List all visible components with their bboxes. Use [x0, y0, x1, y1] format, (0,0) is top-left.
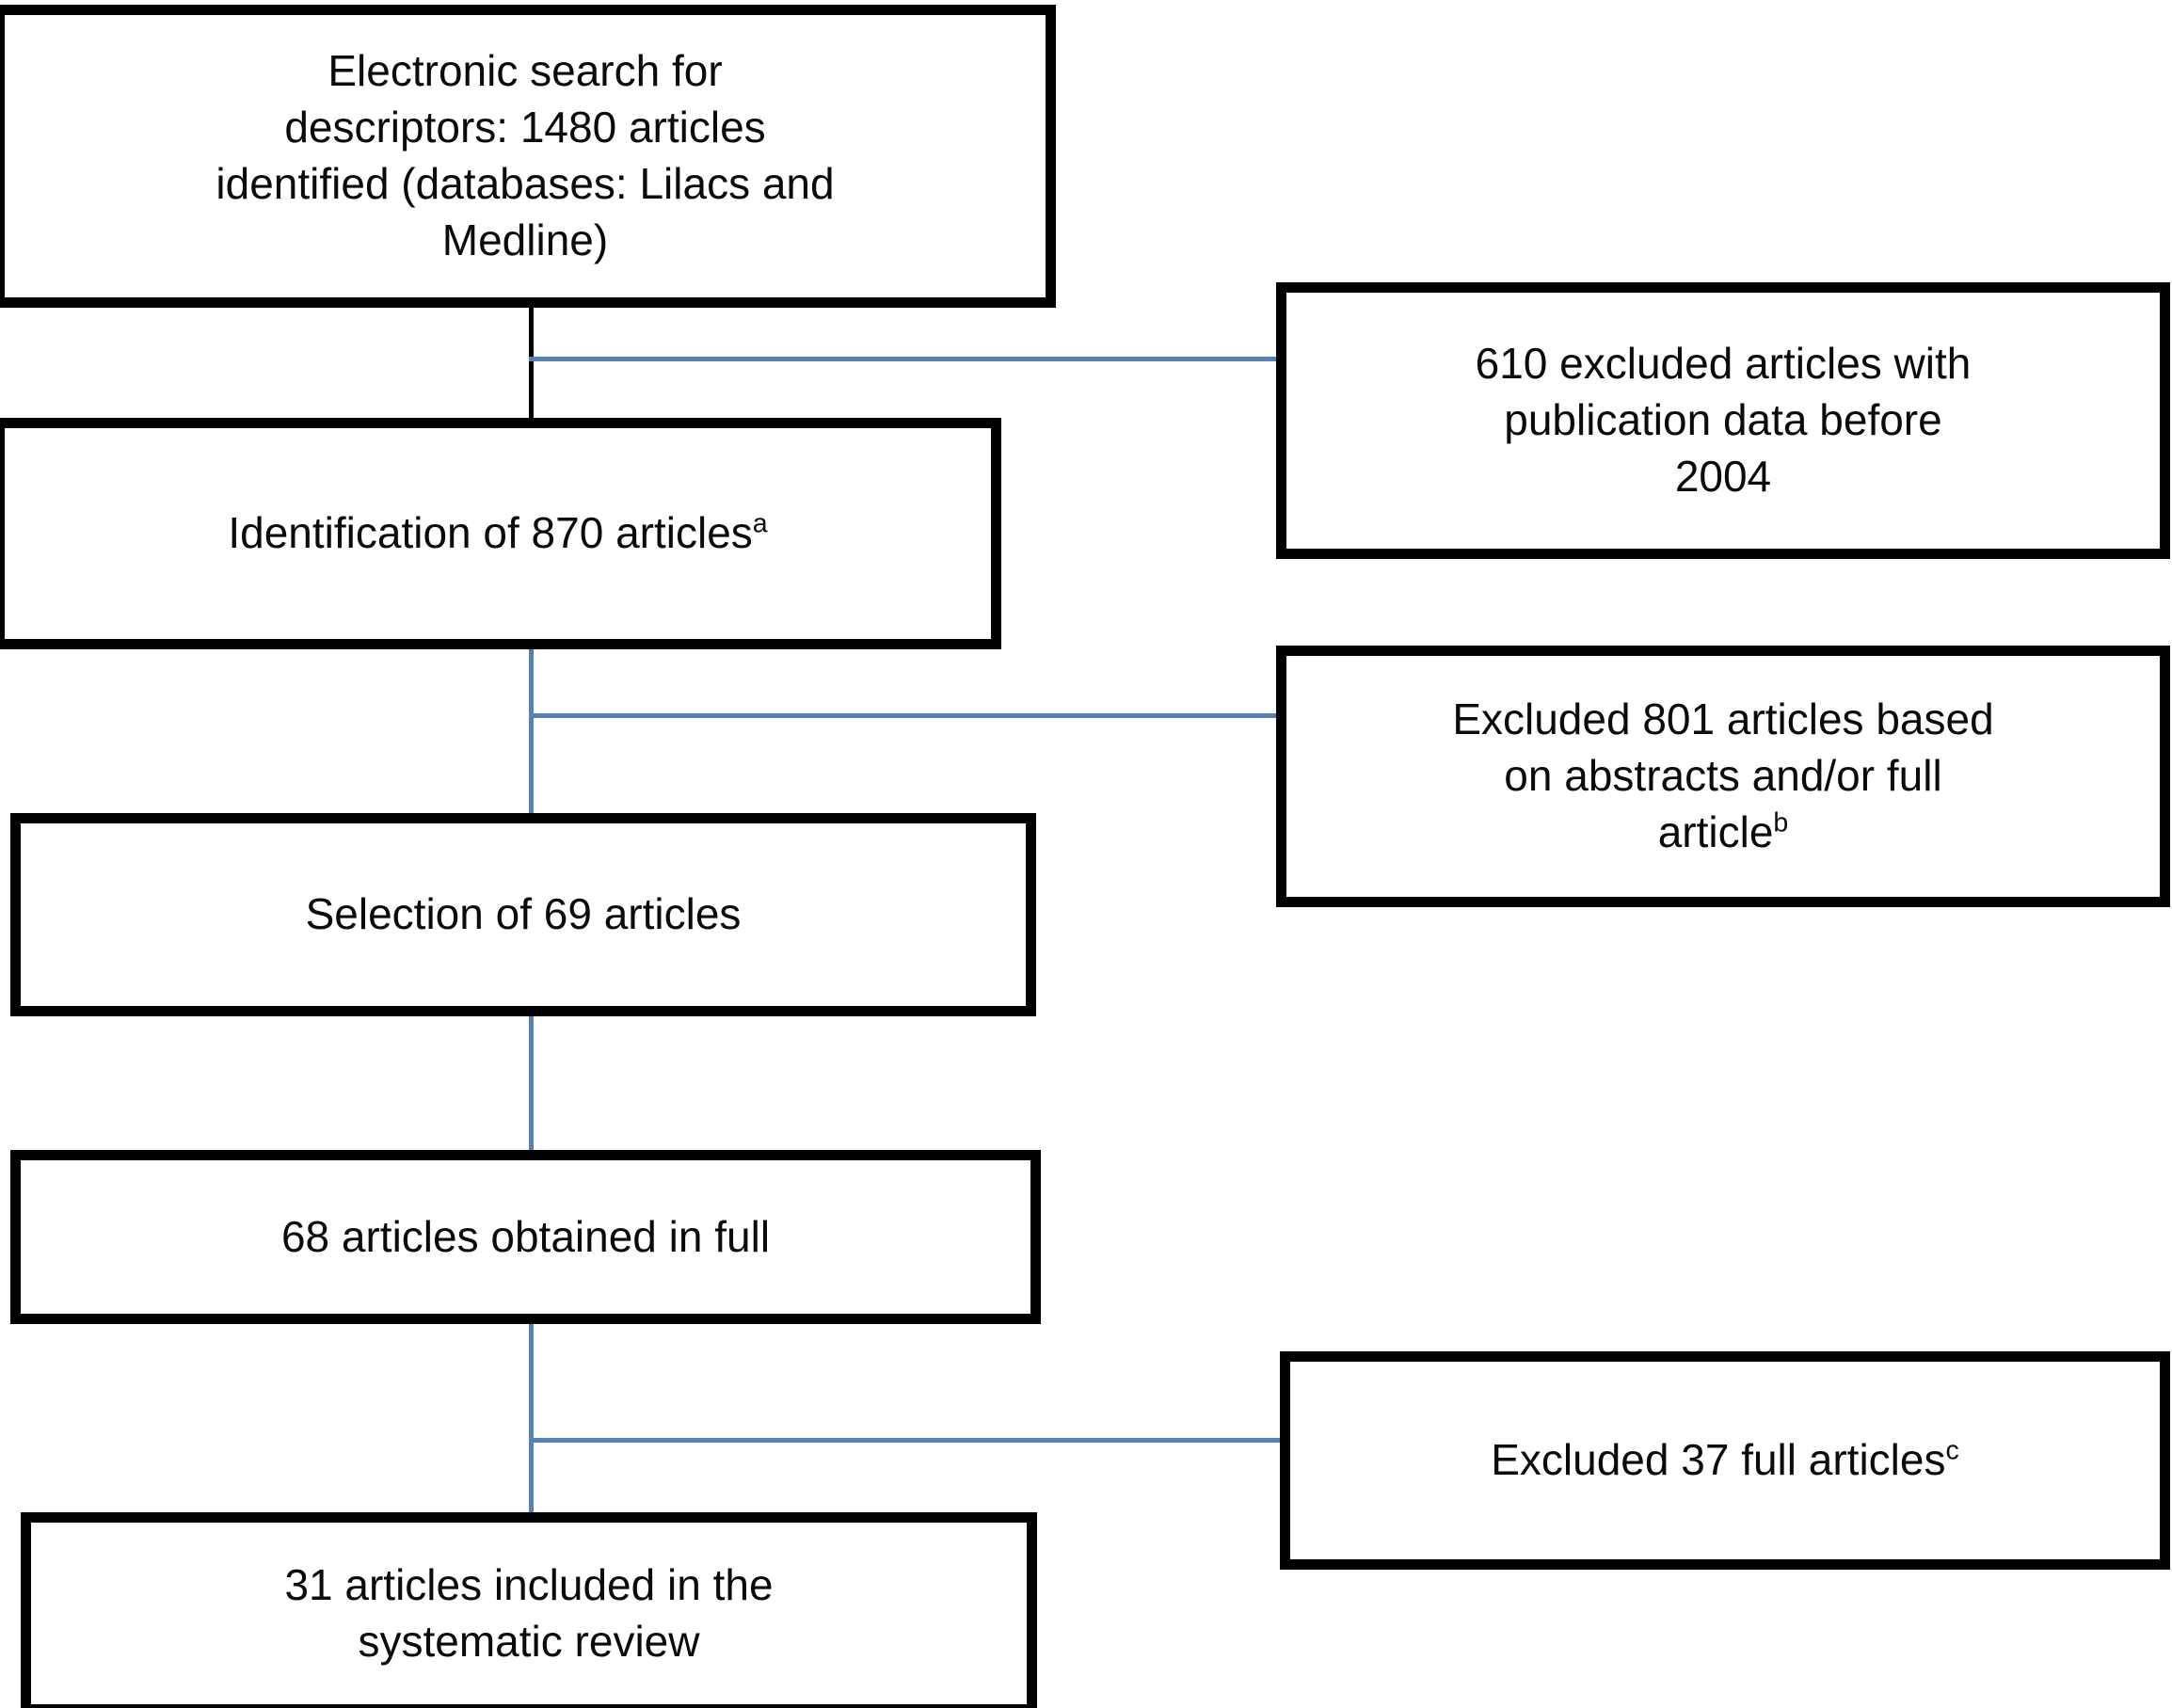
footnote-marker-c: c	[1945, 1435, 1959, 1466]
flow-node-selection: Selection of 69 articles	[10, 813, 1036, 1016]
flow-node-obtained-full-label: 68 articles obtained in full	[280, 1211, 771, 1261]
flow-node-obtained-full: 68 articles obtained in full	[10, 1150, 1041, 1324]
flow-node-identification: Identification of 870 articlesa	[0, 418, 1001, 649]
flow-node-identification-label: Identification of 870 articlesa	[203, 505, 791, 562]
flow-node-search: Electronic search for descriptors: 1480 …	[0, 5, 1056, 308]
exclusion-node-full-articles: Excluded 37 full articlesc	[1280, 1351, 2170, 1570]
footnote-marker-b: b	[1773, 807, 1789, 838]
exclusion-node-full-articles-label: Excluded 37 full articlesc	[1466, 1432, 1984, 1489]
footnote-marker-a: a	[752, 508, 768, 539]
flow-node-search-label: Electronic search for descriptors: 1480 …	[216, 46, 835, 264]
exclusion-node-before-2004: 610 excluded articles with publication d…	[1276, 282, 2170, 559]
connector-to-excluded-before-2004	[529, 357, 1282, 361]
exclusion-node-abstracts-label: Excluded 801 articles based on abstracts…	[1428, 692, 2018, 860]
exclusion-node-before-2004-label: 610 excluded articles with publication d…	[1475, 339, 1972, 501]
connector-to-excluded-abstracts	[529, 713, 1282, 718]
flow-node-identification-text: Identification of 870 articles	[228, 508, 753, 558]
connector-identification-to-selection	[529, 642, 534, 821]
connector-to-excluded-full-articles	[529, 1438, 1287, 1443]
exclusion-node-full-articles-text: Excluded 37 full articles	[1491, 1435, 1946, 1485]
connector-obtained-to-included	[529, 1319, 534, 1519]
connector-selection-to-obtained	[529, 1011, 534, 1156]
flow-node-selection-label: Selection of 69 articles	[305, 889, 742, 939]
connector-search-to-identification	[529, 299, 534, 423]
exclusion-node-abstracts-text: Excluded 801 articles based on abstracts…	[1452, 694, 1994, 856]
flow-node-included: 31 articles included in the systematic r…	[21, 1512, 1037, 1708]
exclusion-node-abstracts: Excluded 801 articles based on abstracts…	[1276, 646, 2170, 907]
flow-node-included-label: 31 articles included in the systematic r…	[284, 1559, 774, 1666]
